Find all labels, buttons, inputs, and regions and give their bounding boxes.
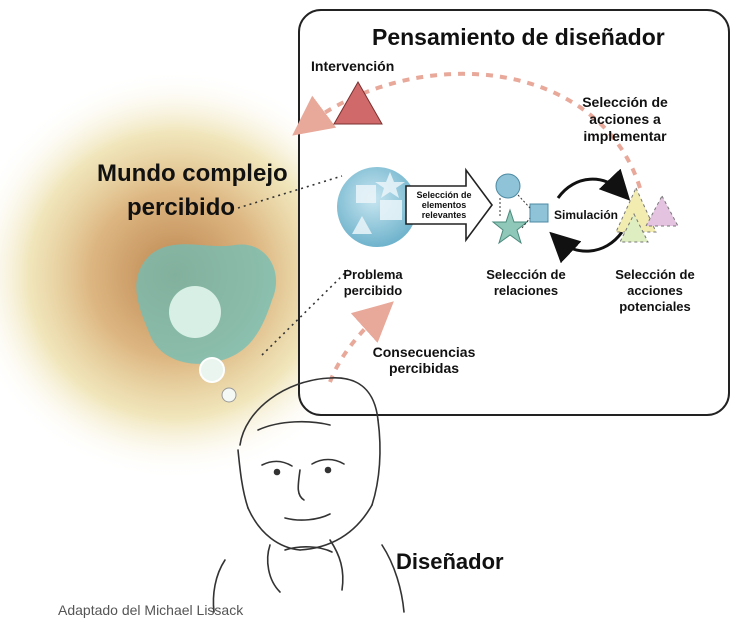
simulation-arrow-top — [556, 168, 631, 201]
dotted-line-upper — [237, 175, 343, 209]
selection-relations-label: Selección de relaciones — [486, 267, 566, 298]
diagram-title: Pensamiento de diseñador — [372, 24, 665, 50]
problem-shape-square-2 — [380, 200, 402, 220]
selection-actions-implement-label: Selección de acciones a implementar — [582, 94, 668, 144]
credit-text: Adaptado del Michael Lissack — [58, 602, 244, 618]
problem-shape-star — [375, 172, 405, 198]
problem-shape-triangle — [352, 216, 372, 234]
problem-shape-square — [356, 185, 376, 203]
dotted-line-lower — [261, 269, 349, 356]
action-triangle-purple — [645, 194, 679, 227]
thought-circle-large — [169, 286, 221, 338]
action-triangle-green — [619, 212, 649, 243]
selection-arrow — [405, 167, 493, 243]
intervention-triangle — [333, 80, 383, 125]
designer-label: Diseñador — [396, 549, 504, 574]
simulation-arrow-bottom — [549, 231, 624, 264]
simulation-label: Simulación — [554, 208, 619, 222]
problem-label: Problema percibido — [343, 267, 403, 298]
relation-circle — [495, 173, 521, 199]
world-label-line1: Mundo complejo — [97, 160, 288, 187]
consequences-label: Consecuencias percibidas — [372, 344, 476, 376]
selection-actions-potential-label: Selección de acciones potenciales — [615, 267, 695, 314]
world-label-line2: percibido — [127, 194, 236, 221]
relation-square — [529, 203, 549, 223]
problem-circle — [337, 167, 417, 247]
consequences-arc — [328, 301, 394, 383]
designer-sketch — [212, 377, 405, 613]
thought-circle-small — [221, 387, 237, 403]
thought-circle-medium — [199, 357, 225, 383]
relation-star — [491, 208, 529, 245]
intervention-label: Intervención — [311, 58, 395, 74]
selection-elements-label: Selección de elementos relevantes — [416, 190, 472, 220]
designer-thinking-box — [298, 9, 730, 416]
